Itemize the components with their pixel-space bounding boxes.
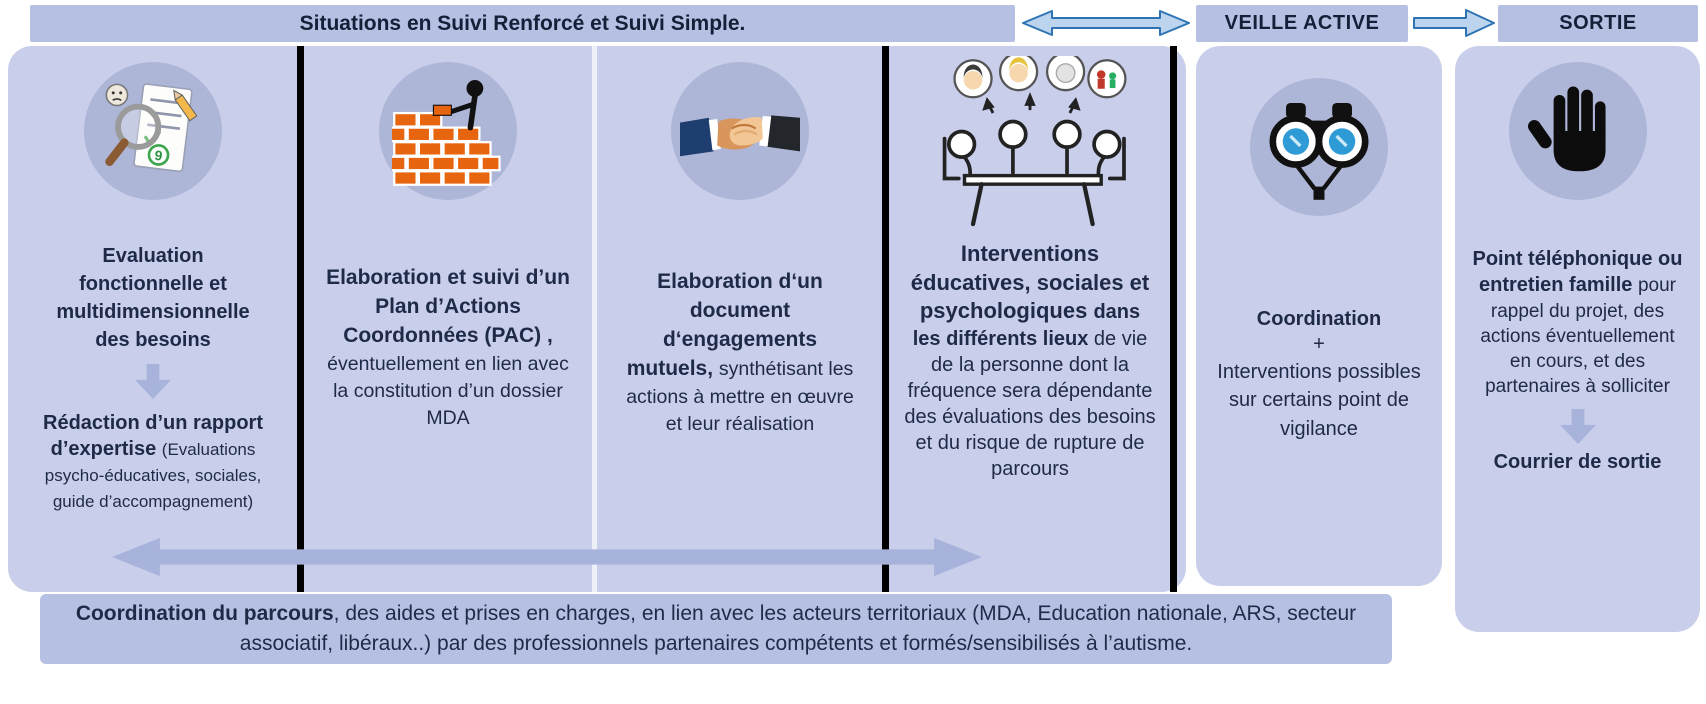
header-sortie-bar: SORTIE (1498, 5, 1698, 42)
veille-plus: + (1313, 333, 1325, 355)
sortie-courrier: Courrier de sortie (1493, 451, 1662, 474)
header-veille-bar: VEILLE ACTIVE (1196, 5, 1408, 42)
pac-text: Elaboration et suivi d’un Plan d’Actions… (322, 264, 574, 432)
veille-interventions: Interventions possibles sur certains poi… (1217, 361, 1421, 440)
sortie-panel: Point téléphonique ou entretien famille … (1455, 46, 1700, 632)
veille-coordination: Coordination (1256, 308, 1382, 330)
evaluation-report: Rédaction d’un rapport d’expertise (Eval… (29, 410, 277, 514)
evaluation-title: Evaluation fonctionnelle et multidimensi… (56, 245, 250, 351)
column-evaluation: 9 Evaluation fonctionnelle et multidimen… (22, 62, 284, 514)
evaluation-report-detail: (Evaluations psycho-éducatives, sociales… (44, 440, 262, 511)
pac-text-bold: Elaboration et suivi d’un Plan d’Actions… (326, 266, 570, 347)
header-suivi-bar: Situations en Suivi Renforcé et Suivi Si… (30, 5, 1015, 42)
column-divider (882, 46, 889, 592)
engagements-text: Elaboration d‘un document d‘engagements … (623, 268, 857, 438)
engagements-text-bold: Elaboration d‘un document d‘engagements … (626, 270, 823, 380)
veille-panel: Coordination + Interventions possibles s… (1196, 46, 1442, 586)
double-arrow-icon (1022, 10, 1190, 36)
interventions-title: Interventions éducatives, sociales et ps… (910, 241, 1150, 324)
sortie-text: Point téléphonique ou entretien famille … (1471, 246, 1685, 399)
header-sortie-title: SORTIE (1559, 12, 1637, 34)
coordination-bar-bold: Coordination du parcours (75, 602, 334, 626)
magnifier-checklist-icon: 9 (84, 62, 222, 200)
horizontal-double-arrow-icon (111, 537, 983, 577)
interventions-bold: dans les différents lieux (912, 301, 1141, 350)
stop-hand-icon (1508, 62, 1647, 200)
coordination-bar-text: Coordination du parcours, des aides et p… (66, 599, 1366, 659)
main-panel: 9 Evaluation fonctionnelle et multidimen… (8, 46, 1186, 592)
down-arrow-icon (1559, 409, 1596, 445)
coordination-bar: Coordination du parcours, des aides et p… (40, 594, 1392, 664)
column-divider (1170, 46, 1177, 592)
team-meeting-icon (942, 56, 1127, 227)
header-suivi-title: Situations en Suivi Renforcé et Suivi Si… (299, 11, 746, 35)
right-arrow-icon (1413, 9, 1495, 37)
binoculars-icon (1250, 78, 1388, 216)
column-divider-light (592, 46, 597, 592)
column-divider (297, 46, 304, 592)
interventions-regular: de vie de la personne dont la fréquence … (904, 327, 1156, 480)
pac-text-regular: éventuellement en lien avec la constitut… (327, 352, 569, 429)
handshake-icon (671, 62, 809, 200)
coordination-bar-regular: , des aides et prises en charges, en lie… (239, 602, 1357, 655)
column-engagements: Elaboration d‘un document d‘engagements … (604, 62, 876, 438)
brick-wall-builder-icon (379, 62, 517, 200)
sortie-text-bold: Point téléphonique ou entretien famille (1472, 248, 1683, 297)
column-interventions: Interventions éducatives, sociales et ps… (896, 54, 1164, 482)
down-arrow-icon (135, 364, 171, 399)
column-pac: Elaboration et suivi d’un Plan d’Actions… (310, 62, 586, 432)
header-veille-title: VEILLE ACTIVE (1224, 12, 1380, 34)
evaluation-report-bold: Rédaction d’un rapport d’expertise (43, 412, 263, 460)
sortie-text-regular: pour rappel du projet, des actions évent… (1480, 275, 1676, 398)
interventions-text: Interventions éducatives, sociales et ps… (904, 240, 1156, 482)
score-badge: 9 (154, 148, 164, 164)
engagements-text-regular: synthétisant les actions à mettre en œuv… (626, 357, 854, 435)
